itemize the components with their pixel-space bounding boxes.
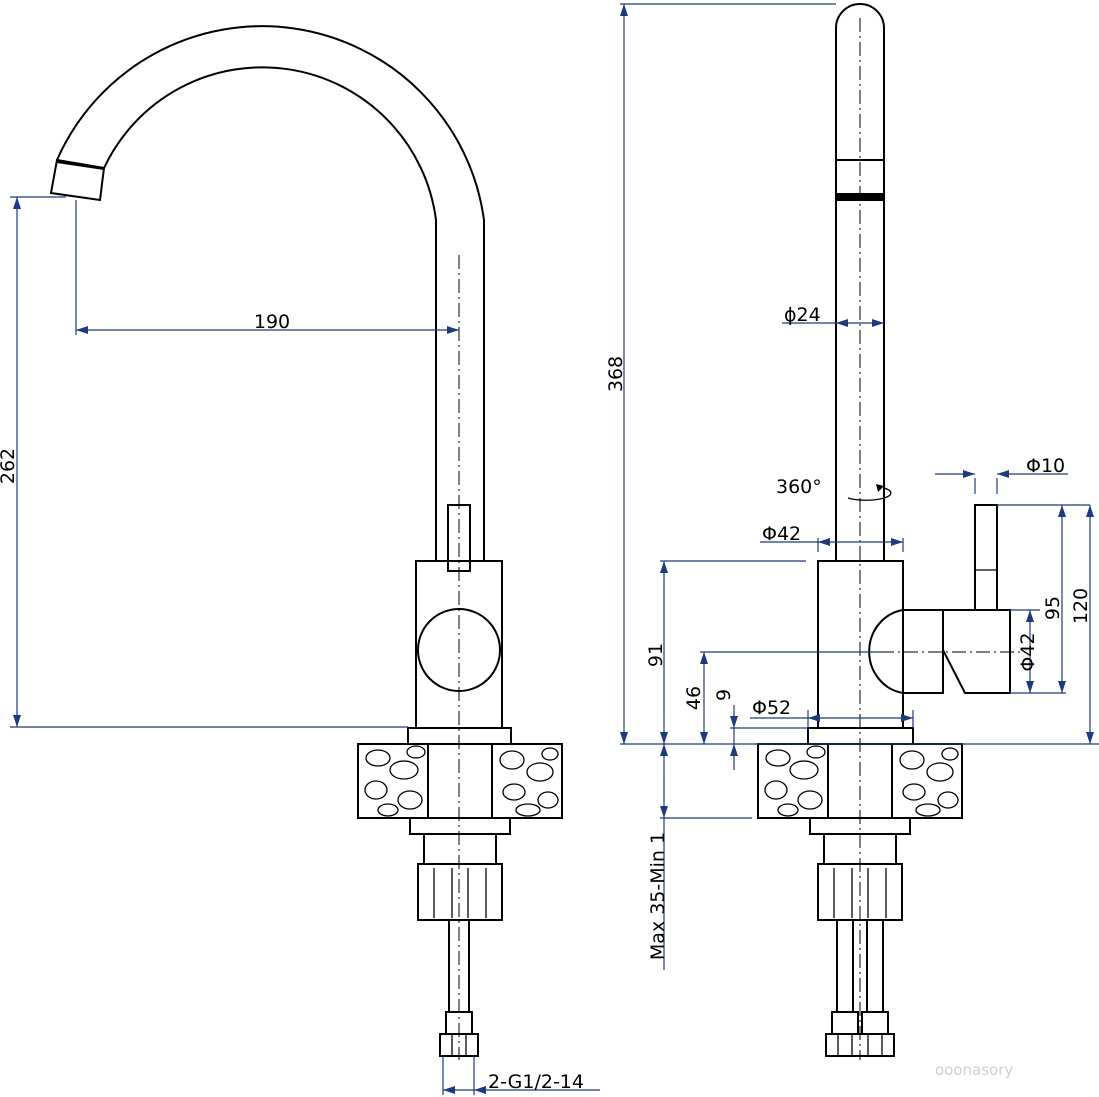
- washer-lower: [423, 833, 497, 865]
- stone-hatching: [364, 745, 559, 817]
- dim-handle-diameter: Φ10: [1026, 455, 1065, 477]
- side-hose-left: [836, 919, 854, 1013]
- dim-spout-reach: 190: [254, 311, 290, 333]
- dim-handle-height: 95: [1042, 596, 1064, 620]
- dim-body-height: 91: [645, 643, 667, 667]
- mounting-washer: [409, 817, 511, 835]
- side-stone-hatching: [764, 745, 959, 817]
- front-view: [49, 25, 563, 1060]
- dim-base-diameter: Φ52: [752, 697, 791, 719]
- dim-connection-thread: 2-G1/2-14: [488, 1071, 584, 1093]
- dim-rotation: 360°: [776, 476, 822, 498]
- spout-inner-edge: [103, 66, 437, 560]
- lever-stem: [974, 504, 998, 611]
- dim-body-diameter: Φ42: [762, 523, 801, 545]
- rotation-arrow: [847, 487, 892, 501]
- dim-valve-height: 46: [683, 686, 705, 710]
- aerator-nozzle: [49, 158, 106, 202]
- front-dimensions: 190 262 2-G1/2-14: [0, 196, 600, 1095]
- mounting-stud: [427, 743, 493, 819]
- cartridge-housing: [868, 609, 944, 694]
- side-dimensions: 368 ϕ24 360° Φ10 Φ42 91 95 120: [605, 3, 1099, 970]
- dim-outlet-height: 262: [0, 448, 19, 484]
- mounting-nut: [417, 863, 503, 921]
- dim-spout-diameter: ϕ24: [784, 304, 821, 326]
- handle-block: [942, 609, 1011, 694]
- dim-countertop-thickness: Max 35-Min 1: [647, 832, 669, 960]
- dim-cartridge-diameter: Φ42: [1017, 632, 1039, 671]
- watermark-text: ooonasory: [935, 1061, 1013, 1079]
- dim-base-height: 9: [713, 689, 735, 701]
- dim-handle-top-height: 120: [1070, 588, 1092, 624]
- spout-outer-edge: [56, 25, 485, 560]
- side-hose-right: [866, 919, 884, 1013]
- spout-tube: [835, 3, 885, 561]
- dim-total-height: 368: [605, 356, 627, 392]
